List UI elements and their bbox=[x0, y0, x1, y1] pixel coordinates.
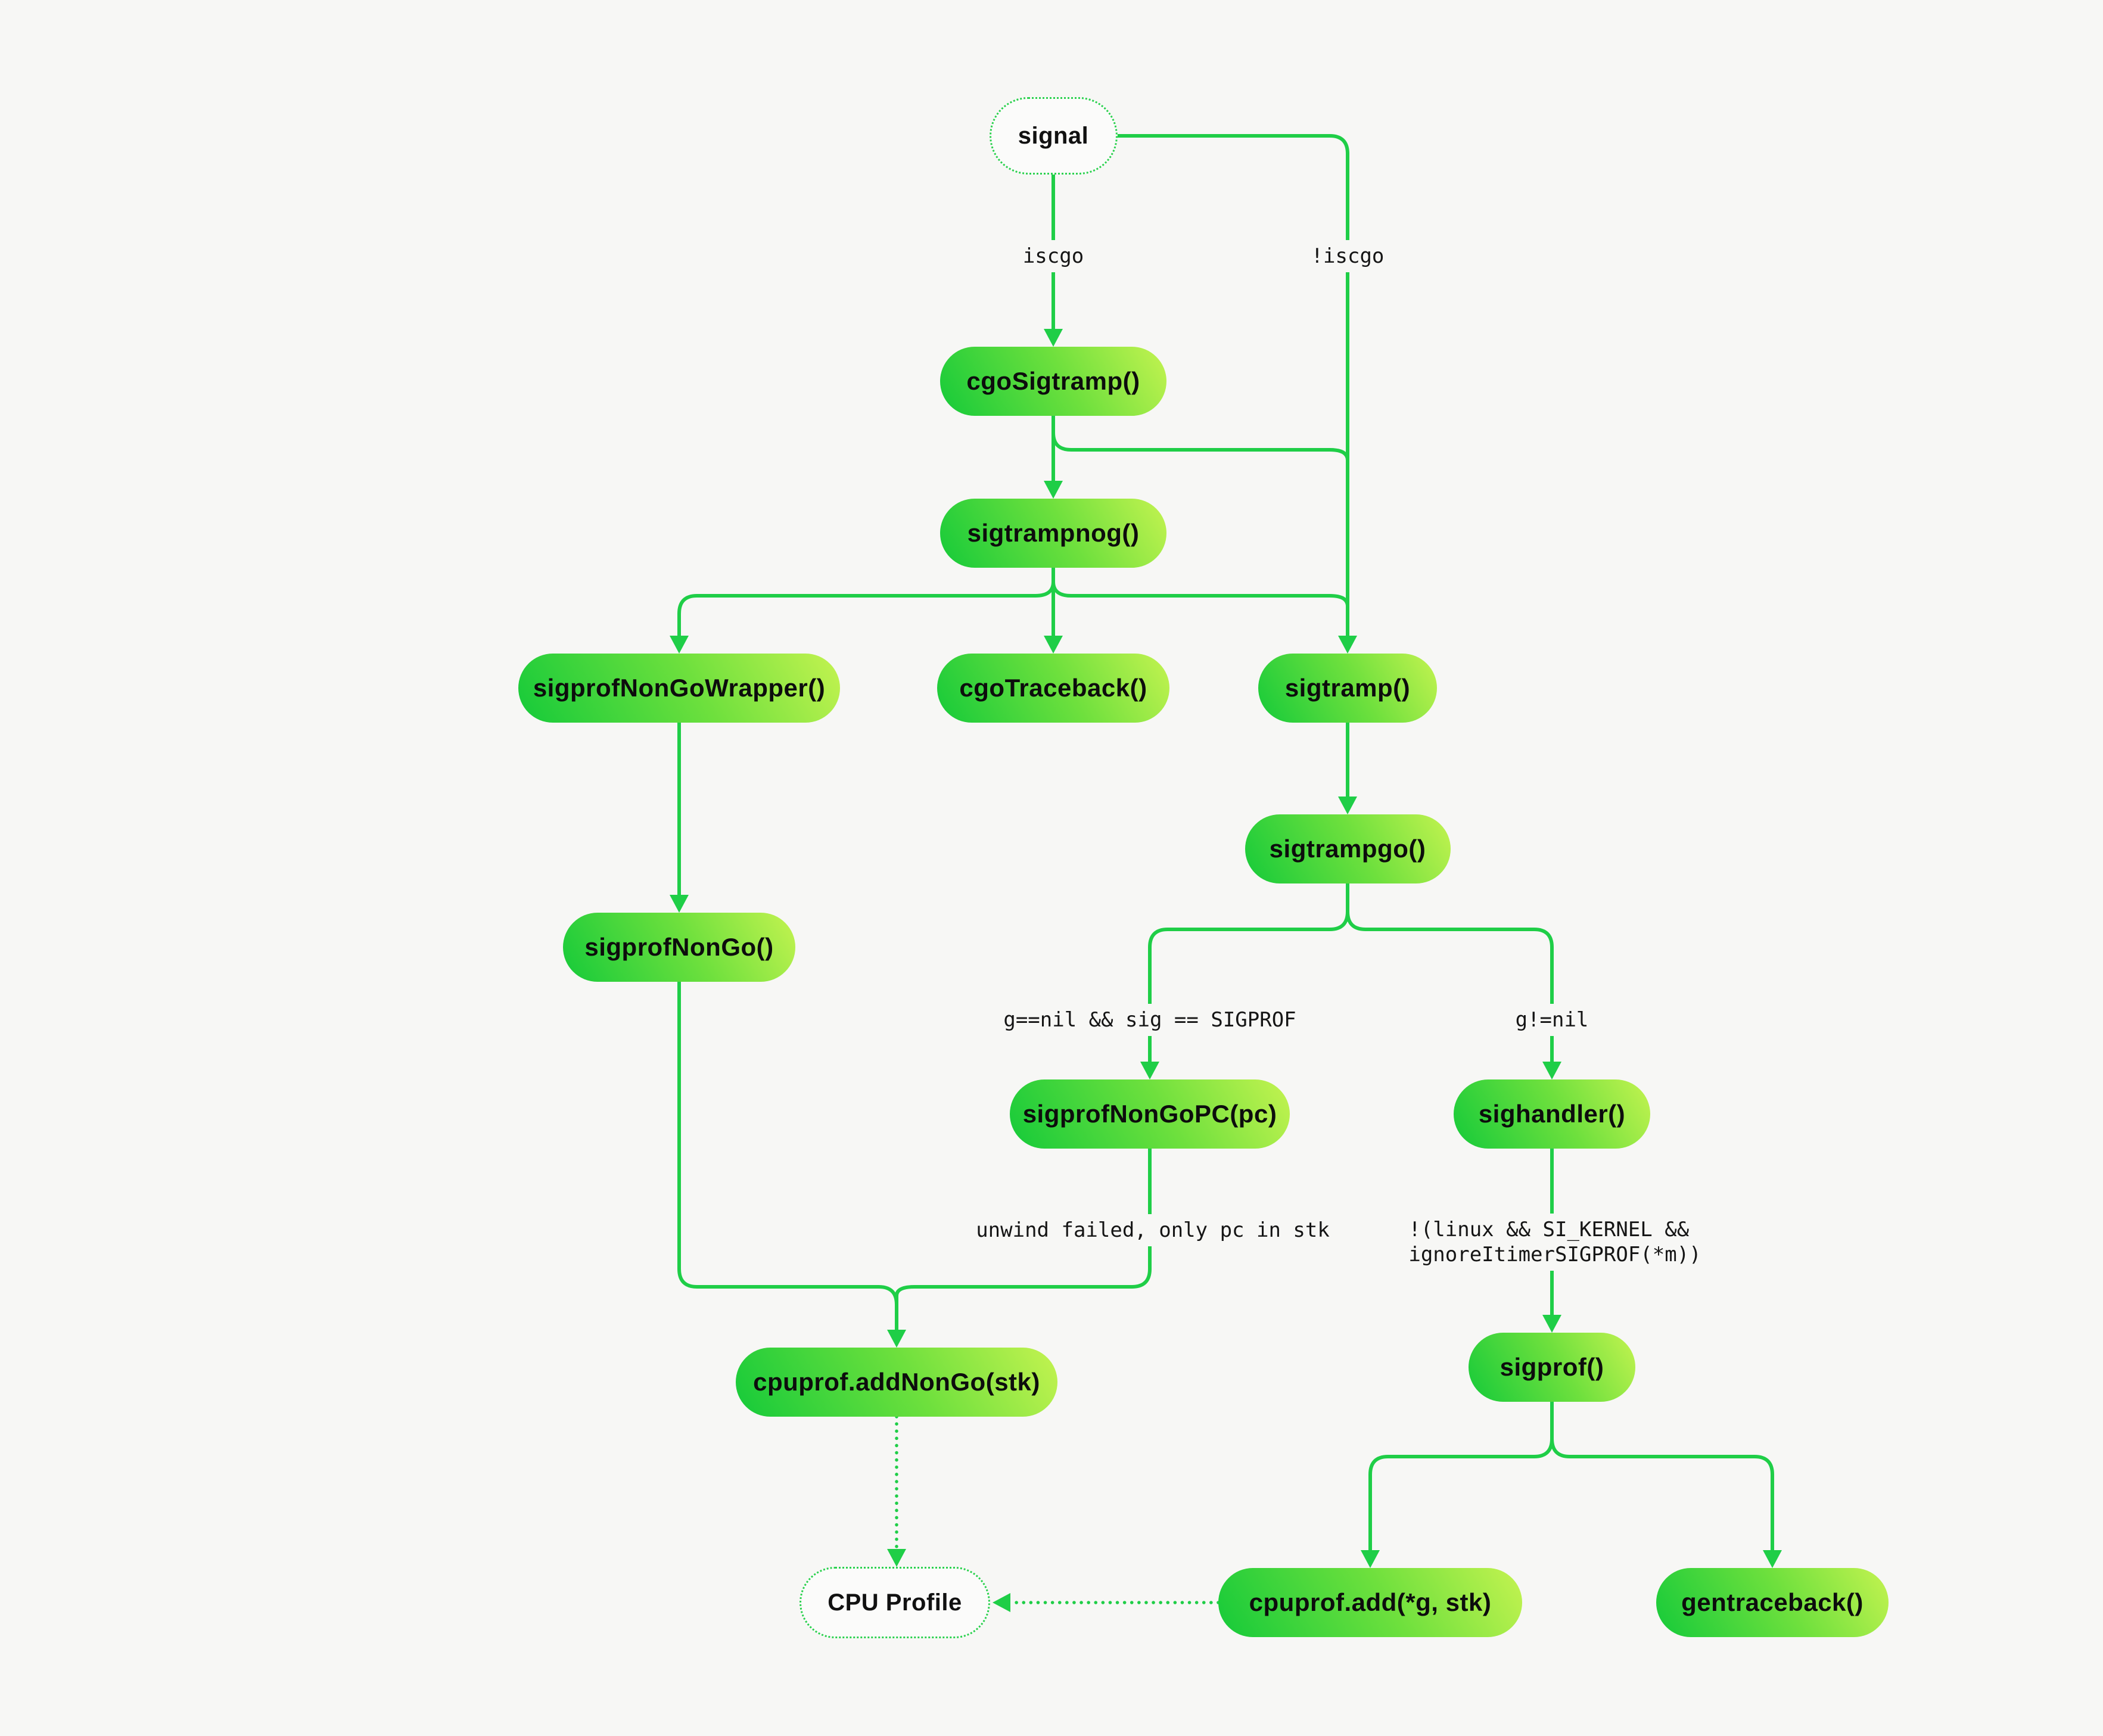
label-unwind: unwind failed, only pc in stk bbox=[965, 1214, 1340, 1246]
arrowhead-signal-to-cgoSigtramp bbox=[1044, 329, 1063, 347]
arrowhead-sigprof-to-cpuprofAdd bbox=[1361, 1550, 1380, 1568]
edge-sigprof-to-cpuprofAdd bbox=[1368, 1402, 1554, 1550]
arrowhead-sigprof-to-gentraceback bbox=[1763, 1550, 1782, 1568]
arrowhead-signal-to-sigtramp bbox=[1338, 636, 1357, 654]
node-sighandler: sighandler() bbox=[1454, 1079, 1650, 1149]
node-sigprofNonGoPC: sigprofNonGoPC(pc) bbox=[1010, 1079, 1290, 1149]
node-label-sigtramp: sigtramp() bbox=[1284, 674, 1411, 702]
label-linux: !(linux && SI_KERNEL && ignoreItimerSIGP… bbox=[1398, 1214, 1712, 1271]
node-label-gentraceback: gentraceback() bbox=[1681, 1588, 1864, 1616]
node-sigprofNonGoWrapper: sigprofNonGoWrapper() bbox=[518, 654, 840, 723]
node-label-cpuprofAddNonGo: cpuprof.addNonGo(stk) bbox=[753, 1368, 1040, 1396]
arrowhead-sigprofNonGo-to-cpuprofAddNonGo bbox=[887, 1330, 906, 1348]
arrowhead-sigtramp-to-sigtrampgo bbox=[1338, 797, 1357, 814]
edge-sigtrampgo-to-sighandler bbox=[1346, 883, 1554, 1062]
edge-cgoSigtramp-to-sigtramp bbox=[1052, 416, 1349, 471]
label-g-not-nil: g!=nil bbox=[1504, 1004, 1600, 1036]
node-label-sigprofNonGoWrapper: sigprofNonGoWrapper() bbox=[533, 674, 826, 702]
arrowhead-sigtrampnog-to-cgoTraceback bbox=[1044, 636, 1063, 654]
arrowhead-sighandler-to-sigprof bbox=[1542, 1315, 1561, 1333]
node-cpuprofAdd: cpuprof.add(*g, stk) bbox=[1218, 1568, 1522, 1637]
node-label-cpuProfile: CPU Profile bbox=[827, 1589, 962, 1616]
arrowhead-sigtrampnog-to-sigprofNonGoWrapper bbox=[670, 636, 689, 654]
edge-sigprofNonGoPC-to-cpuprofAddNonGo bbox=[895, 1149, 1152, 1305]
node-signal: signal bbox=[989, 97, 1118, 175]
arrowhead-sigprofNonGoWrapper-to-sigprofNonGo bbox=[670, 895, 689, 913]
node-cgoSigtramp: cgoSigtramp() bbox=[940, 347, 1166, 416]
node-label-signal: signal bbox=[1018, 122, 1089, 149]
edge-sigtrampgo-to-sigprofNonGoPC bbox=[1148, 883, 1349, 1062]
label-g-nil: g==nil && sig == SIGPROF bbox=[993, 1004, 1307, 1036]
node-sigprof: sigprof() bbox=[1469, 1333, 1635, 1402]
node-label-sigtrampgo: sigtrampgo() bbox=[1269, 835, 1426, 863]
label-not-iscgo: !iscgo bbox=[1300, 240, 1395, 272]
node-gentraceback: gentraceback() bbox=[1656, 1568, 1889, 1637]
node-label-sigprof: sigprof() bbox=[1500, 1353, 1604, 1381]
node-label-cgoSigtramp: cgoSigtramp() bbox=[966, 367, 1140, 395]
node-label-cgoTraceback: cgoTraceback() bbox=[959, 674, 1147, 702]
node-sigtrampnog: sigtrampnog() bbox=[940, 499, 1166, 568]
node-label-sigprofNonGo: sigprofNonGo() bbox=[584, 933, 774, 961]
arrowhead-cpuprofAddNonGo-to-cpuProfile bbox=[887, 1549, 906, 1567]
node-sigprofNonGo: sigprofNonGo() bbox=[563, 913, 795, 982]
node-sigtrampgo: sigtrampgo() bbox=[1245, 814, 1451, 883]
arrowhead-cgoSigtramp-to-sigtrampnog bbox=[1044, 481, 1063, 499]
arrowhead-sigtrampgo-to-sigprofNonGoPC bbox=[1140, 1062, 1159, 1079]
node-label-sigprofNonGoPC: sigprofNonGoPC(pc) bbox=[1022, 1100, 1277, 1128]
node-label-sighandler: sighandler() bbox=[1478, 1100, 1626, 1128]
node-label-cpuprofAdd: cpuprof.add(*g, stk) bbox=[1249, 1588, 1492, 1616]
edge-signal-to-sigtramp bbox=[1117, 134, 1349, 636]
node-cpuProfile: CPU Profile bbox=[799, 1567, 990, 1638]
arrowhead-sigtrampgo-to-sighandler bbox=[1542, 1062, 1561, 1079]
edge-sigtrampnog-to-sigtramp bbox=[1052, 568, 1349, 617]
label-iscgo: iscgo bbox=[1012, 240, 1095, 272]
node-sigtramp: sigtramp() bbox=[1258, 654, 1437, 723]
edge-sigprof-to-gentraceback bbox=[1550, 1402, 1774, 1550]
node-cgoTraceback: cgoTraceback() bbox=[937, 654, 1169, 723]
arrowhead-cpuprofAdd-to-cpuProfile bbox=[993, 1593, 1010, 1612]
node-label-sigtrampnog: sigtrampnog() bbox=[967, 519, 1140, 547]
node-cpuprofAddNonGo: cpuprof.addNonGo(stk) bbox=[736, 1348, 1057, 1417]
